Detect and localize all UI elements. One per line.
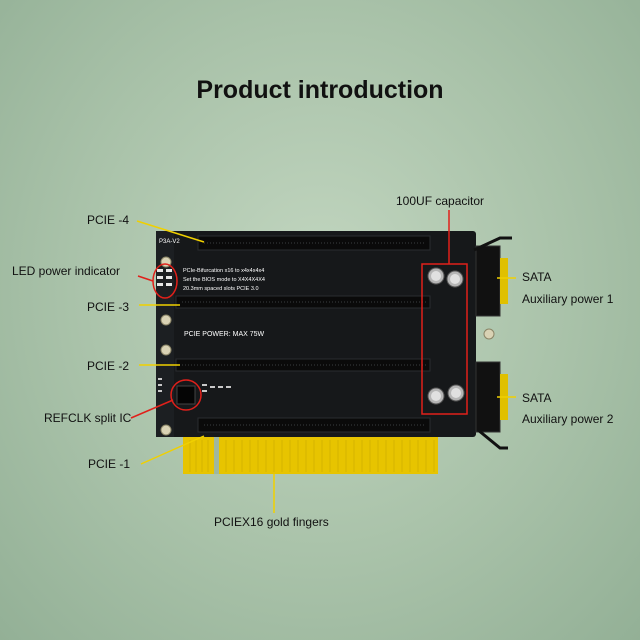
page-title: Product introduction bbox=[196, 76, 444, 104]
sata1-label-line1: SATA bbox=[522, 270, 552, 284]
capacitors bbox=[427, 267, 465, 405]
bifurcation-text-3: 20.3mm spaced slots PCIE 3.0 bbox=[183, 286, 259, 292]
sata-connector-1 bbox=[473, 236, 512, 317]
sata-connector-2 bbox=[475, 361, 508, 450]
pcie4-label: PCIE -4 bbox=[87, 213, 130, 227]
pcie-slot-1 bbox=[197, 417, 431, 433]
led-indicators bbox=[157, 269, 172, 286]
pcie3-label: PCIE -3 bbox=[87, 300, 130, 314]
sata2-label-line2: Auxiliary power 2 bbox=[522, 412, 614, 426]
refclk-leader-line bbox=[130, 399, 174, 419]
pcie4-leader-line bbox=[136, 220, 205, 243]
capacitor-label: 100UF capacitor bbox=[396, 194, 485, 208]
gold-fingers-label: PCIEX16 gold fingers bbox=[214, 515, 329, 529]
gold-fingers-notch bbox=[214, 437, 219, 474]
bifurcation-text-1: PCIe-Bifurcation x16 to x4x4x4x4 bbox=[183, 268, 264, 274]
pcie-slot-3 bbox=[175, 295, 431, 309]
refclk-chip bbox=[176, 385, 196, 405]
refclk-highlight-circle bbox=[170, 379, 202, 411]
refclk-label: REFCLK split IC bbox=[44, 411, 132, 425]
power-rating-text: PCIE POWER: MAX 75W bbox=[184, 331, 265, 338]
sata2-label-line1: SATA bbox=[522, 391, 552, 405]
pcie1-label: PCIE -1 bbox=[88, 457, 131, 471]
yellow-callouts bbox=[136, 220, 516, 513]
gold-fingers bbox=[183, 437, 438, 474]
led-leader-line bbox=[137, 275, 154, 282]
capacitor-highlight-box bbox=[421, 263, 468, 415]
pcie-slot-4 bbox=[197, 235, 431, 251]
board-model-text: P3A-V2 bbox=[159, 239, 180, 245]
pcie-slot-2 bbox=[175, 358, 431, 372]
pcie1-leader-line bbox=[140, 435, 205, 465]
pcb-board bbox=[156, 231, 476, 437]
red-callouts bbox=[130, 210, 468, 419]
led-power-indicator-label: LED power indicator bbox=[12, 264, 121, 278]
pcie2-label: PCIE -2 bbox=[87, 359, 130, 373]
bifurcation-text-2: Set the BIOS mode to X4X4X4X4 bbox=[183, 277, 265, 283]
smd-components bbox=[158, 378, 231, 392]
sata1-label-line2: Auxiliary power 1 bbox=[522, 292, 614, 306]
gold-finger-contacts bbox=[189, 440, 435, 472]
